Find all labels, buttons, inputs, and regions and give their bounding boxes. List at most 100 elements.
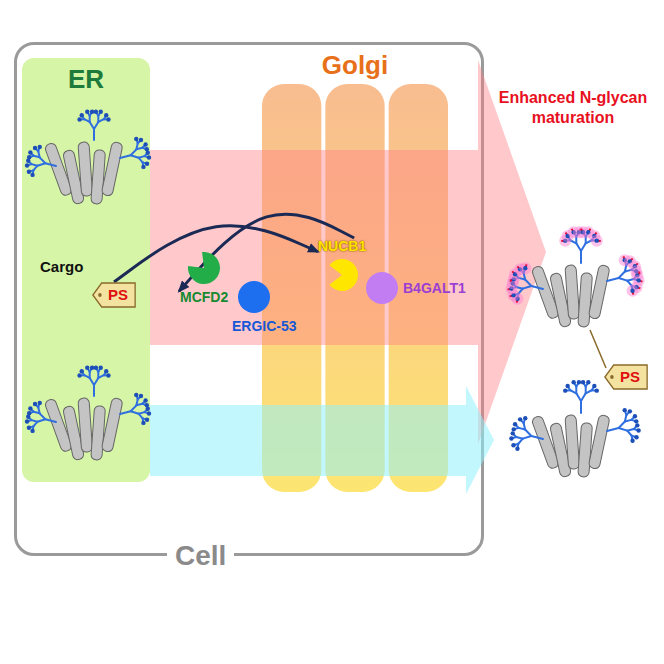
glycoprotein bbox=[505, 226, 644, 327]
sugar-residue bbox=[77, 373, 81, 377]
glycan-bond bbox=[27, 164, 31, 165]
added-sugar bbox=[627, 285, 639, 297]
glycan-bond bbox=[45, 419, 56, 422]
glycan-bond bbox=[592, 239, 597, 241]
glycan-bond bbox=[131, 155, 139, 157]
sugar-residue bbox=[565, 384, 569, 388]
sugar-residue bbox=[25, 163, 29, 167]
cisterna bbox=[262, 84, 321, 492]
sugar-residue bbox=[90, 366, 94, 370]
sugar-residue bbox=[106, 373, 110, 377]
added-sugar bbox=[507, 277, 519, 289]
helix bbox=[578, 423, 593, 478]
glycan-bond bbox=[31, 164, 37, 166]
glycan-bond bbox=[30, 408, 33, 411]
sugar-residue bbox=[145, 403, 149, 407]
sugar-residue bbox=[141, 165, 145, 169]
glycan-bond bbox=[104, 115, 106, 119]
sugar-residue bbox=[134, 137, 138, 141]
glycan-bond bbox=[625, 260, 627, 265]
added-sugar-bond bbox=[639, 280, 643, 281]
glycan-bond bbox=[627, 431, 631, 436]
added-sugar bbox=[573, 226, 585, 238]
glycan-bond bbox=[82, 371, 84, 375]
added-sugar-bond bbox=[637, 272, 640, 275]
helix bbox=[63, 149, 85, 204]
glycan-bond bbox=[38, 407, 39, 413]
added-sugar-bond bbox=[508, 288, 512, 289]
sugar-residue bbox=[586, 380, 590, 384]
added-sugar-bond bbox=[623, 256, 624, 260]
glycan-bond bbox=[515, 274, 519, 278]
glycan-bond bbox=[625, 415, 626, 422]
added-sugar bbox=[624, 255, 636, 267]
transport-arrow-enhanced bbox=[150, 60, 546, 444]
glycan-bond bbox=[145, 409, 148, 412]
label-holder: Cell bbox=[167, 539, 234, 573]
sugar-residue bbox=[523, 266, 527, 270]
helix bbox=[91, 406, 106, 461]
tag-label: PS bbox=[604, 364, 648, 390]
sugar-residue bbox=[38, 401, 42, 405]
glycan-bond bbox=[37, 163, 45, 165]
glycan-bond bbox=[565, 239, 570, 241]
pacman-body bbox=[330, 259, 359, 291]
glycan-bond bbox=[570, 240, 576, 243]
sugar-residue bbox=[630, 289, 634, 293]
glycan-bond bbox=[632, 286, 637, 287]
sugar-residue bbox=[634, 435, 638, 439]
glycan-bond bbox=[136, 148, 142, 150]
added-sugar bbox=[568, 226, 580, 238]
glycan-bond bbox=[38, 403, 40, 407]
sugar-residue bbox=[27, 170, 31, 174]
sugar-residue bbox=[518, 267, 522, 271]
glycan-bond bbox=[514, 428, 519, 429]
glycan-bond bbox=[31, 420, 37, 422]
sugar-residue bbox=[80, 113, 84, 117]
sugar-residue bbox=[94, 366, 98, 370]
glycan-bond bbox=[619, 278, 628, 281]
added-sugar bbox=[588, 230, 600, 242]
helix bbox=[578, 273, 593, 328]
glycan-bond bbox=[138, 396, 141, 399]
sugar-residue bbox=[515, 297, 519, 301]
glycan-bond bbox=[574, 382, 577, 386]
added-sugar-bond bbox=[512, 271, 515, 274]
sugar-residue bbox=[27, 426, 31, 430]
glycan-bond bbox=[585, 387, 587, 394]
glycan-bond bbox=[586, 390, 592, 393]
glycan-bond bbox=[131, 411, 139, 413]
sugar-residue bbox=[26, 415, 30, 419]
tag-label: PS bbox=[92, 282, 136, 308]
cargo-receptor: MCFD2 bbox=[180, 250, 228, 305]
glycan-bond bbox=[568, 386, 571, 390]
added-sugar bbox=[577, 226, 589, 238]
glycan-bond bbox=[34, 412, 40, 414]
sugar-residue bbox=[145, 418, 149, 422]
added-sugar bbox=[508, 273, 520, 285]
golgi-protein: NUCB1 bbox=[318, 238, 366, 293]
sugar-residue bbox=[99, 110, 103, 114]
glycan-bond bbox=[580, 401, 582, 413]
sugar-residue bbox=[143, 142, 147, 146]
helix bbox=[91, 150, 106, 205]
tag-text: PS bbox=[108, 286, 128, 303]
sugar-residue bbox=[145, 147, 149, 151]
sugar-residue bbox=[523, 416, 527, 420]
glycan-bond bbox=[33, 166, 37, 171]
circle-body bbox=[238, 281, 270, 313]
added-sugar-bond bbox=[637, 287, 641, 288]
added-sugar-bond bbox=[561, 240, 565, 242]
sugar-residue bbox=[577, 380, 581, 384]
glycan-bond bbox=[29, 426, 33, 427]
glycan-bond bbox=[33, 422, 37, 427]
added-sugar bbox=[591, 235, 603, 247]
sugar-residue bbox=[134, 393, 138, 397]
sugar-residue bbox=[571, 230, 575, 234]
added-sugar bbox=[619, 254, 631, 266]
pacman-body bbox=[188, 252, 220, 284]
glycan-bond bbox=[40, 157, 46, 163]
glycan-bond bbox=[586, 382, 589, 386]
glycan-bond bbox=[607, 278, 619, 281]
sugar-residue bbox=[623, 408, 627, 412]
